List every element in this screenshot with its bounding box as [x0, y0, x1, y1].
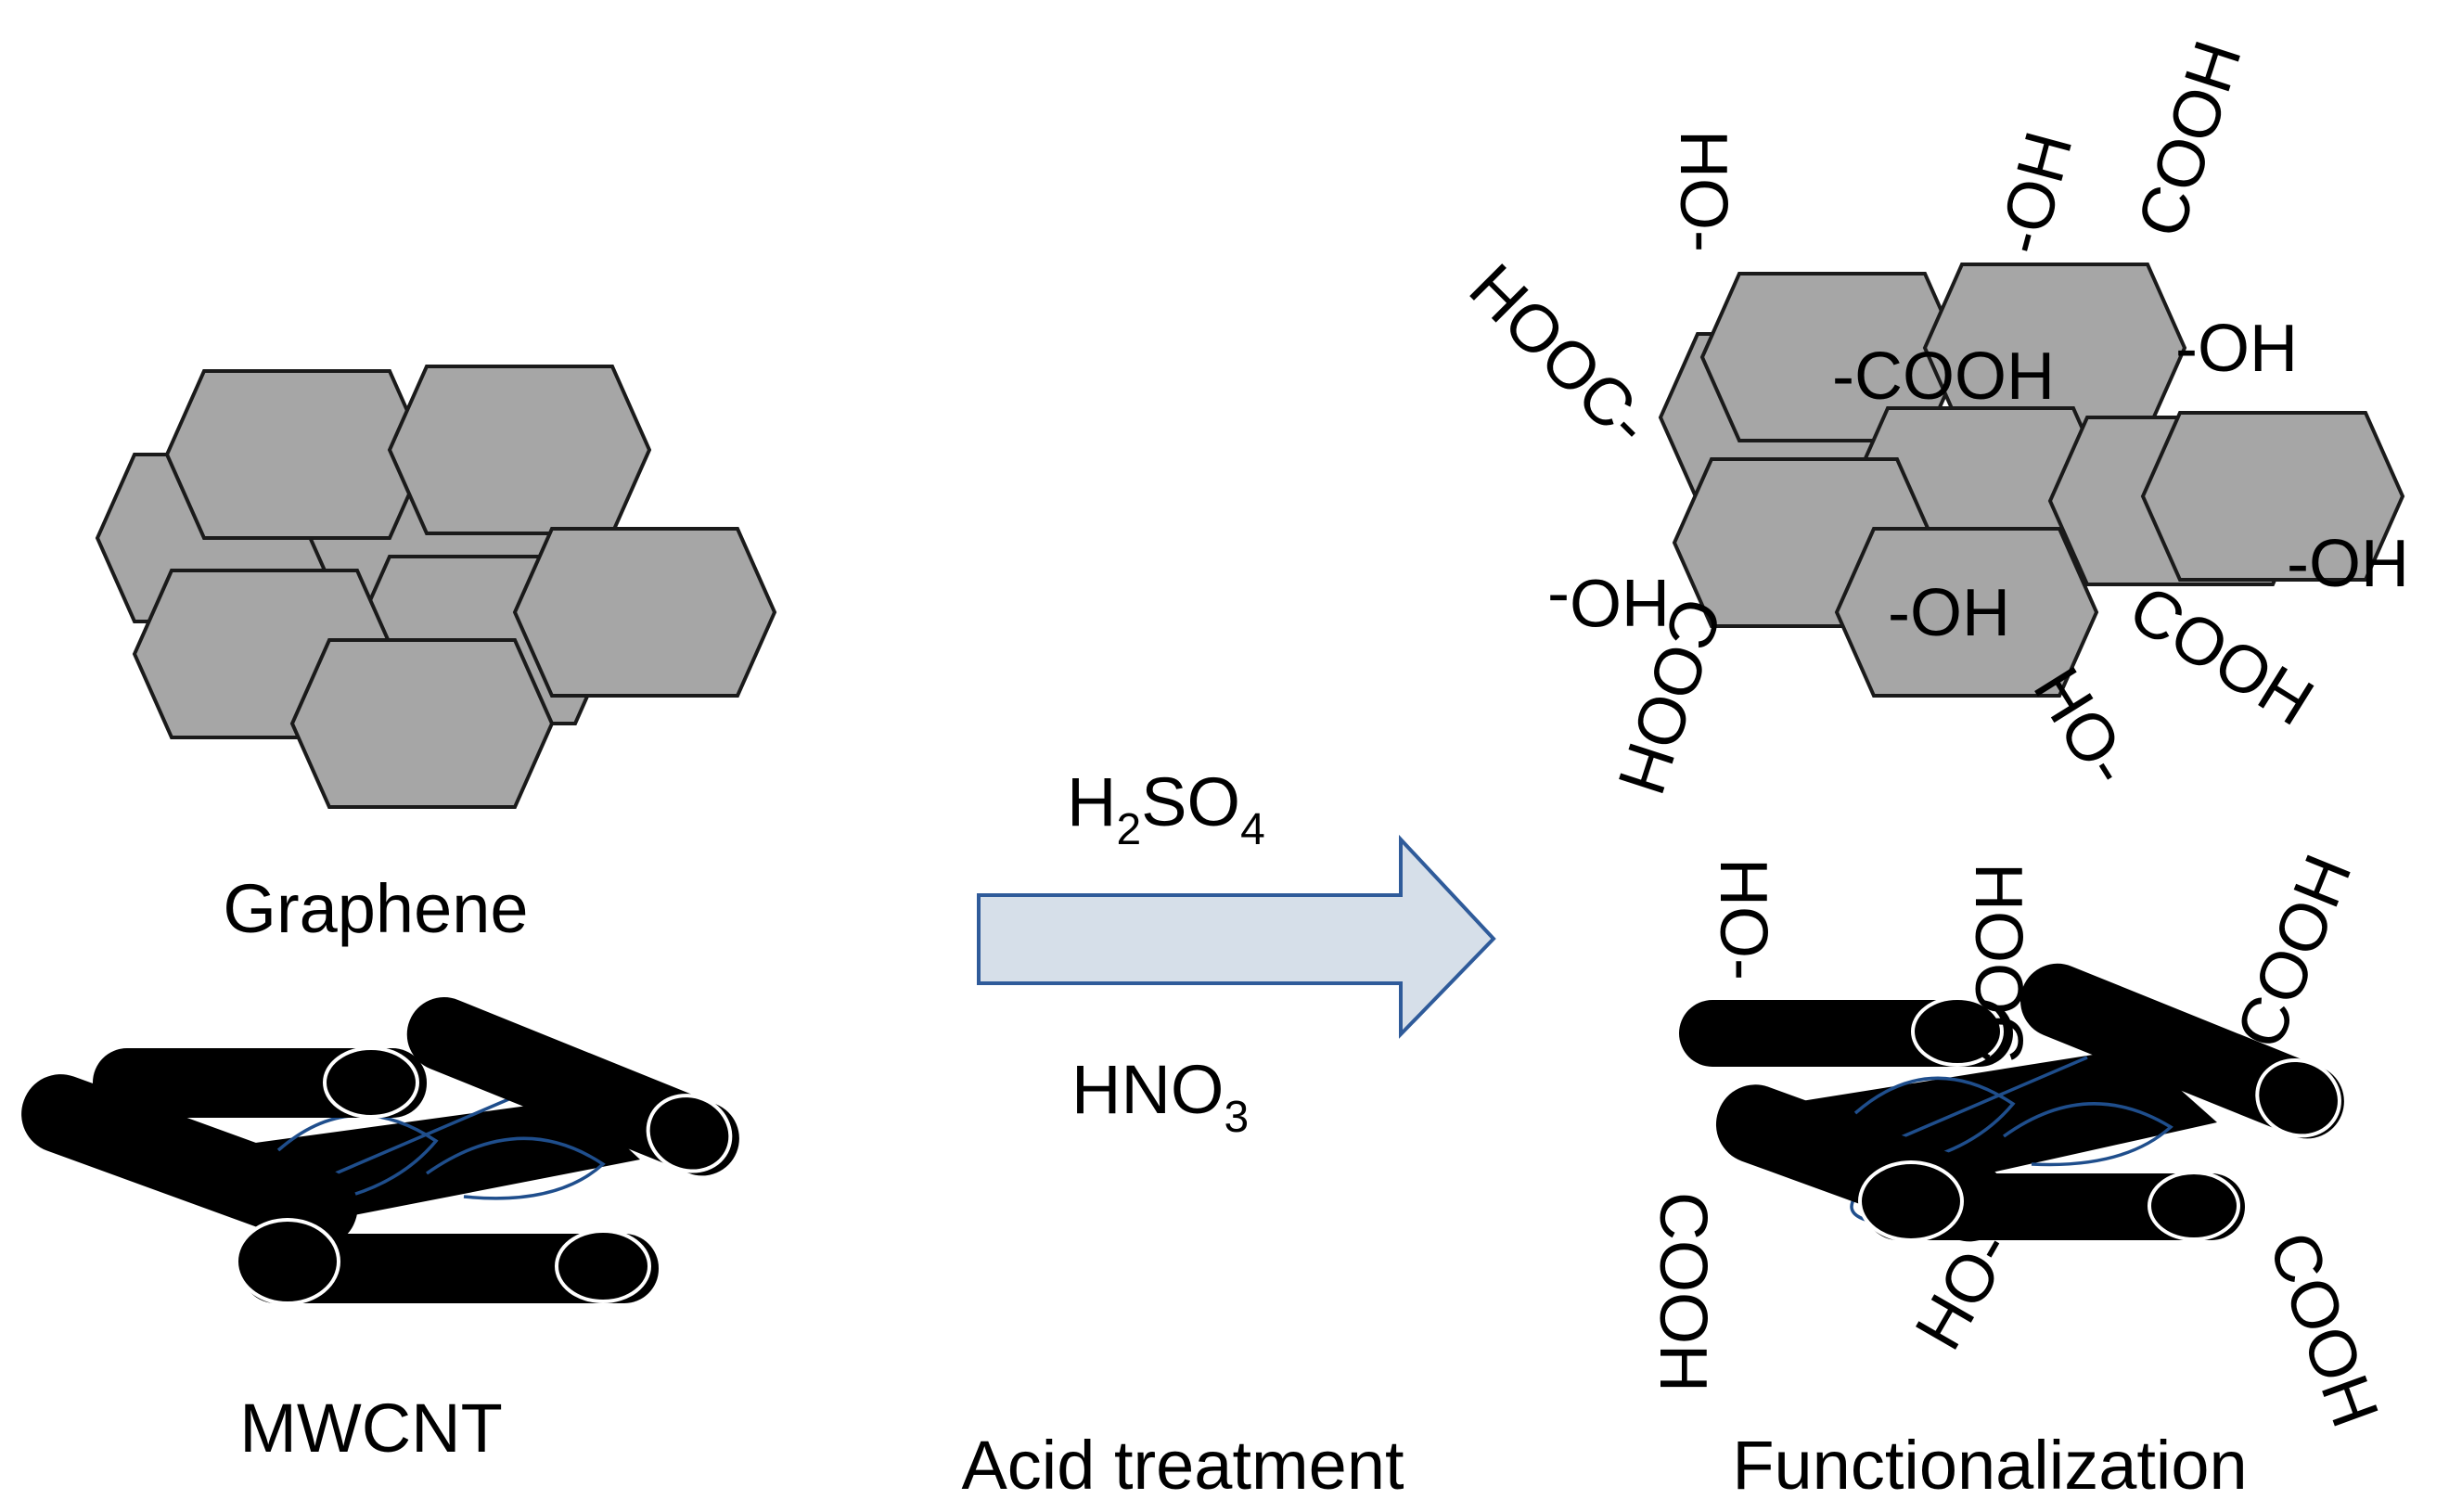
reaction-arrow — [977, 834, 1496, 1039]
nanotube-end — [555, 1229, 651, 1303]
graphene-sheet — [388, 365, 651, 535]
nanotube-end — [1858, 1160, 1964, 1242]
functional-group: -OH — [1983, 124, 2086, 262]
functional-group: -OH — [2175, 312, 2298, 386]
functionalized-mwcnt-bundle — [1679, 963, 2344, 1242]
nanotube — [406, 997, 739, 1176]
functional-group: COOH — [2254, 1223, 2392, 1436]
functional-group: HOOC- — [1455, 250, 1665, 460]
functional-group: -OH — [2287, 527, 2409, 601]
graphene-sheet — [165, 369, 429, 540]
functionalization-label: Functionalization — [1732, 1427, 2247, 1504]
acid-treatment-label: Acid treatment — [961, 1427, 1404, 1504]
functional-group: -COOH — [1832, 340, 2055, 414]
nanotube-end — [323, 1046, 419, 1119]
graphene-sheet — [290, 638, 554, 809]
nanotube-inner-wall — [1850, 1056, 2173, 1226]
nanotube-end — [235, 1218, 340, 1305]
functional-group: COOH — [2123, 32, 2256, 246]
nanotube-end — [1911, 996, 2004, 1067]
functional-group: COOH — [2223, 845, 2366, 1058]
nanotube — [241, 1234, 659, 1303]
functional-group: HO- — [1547, 565, 1670, 639]
functional-group: HOOC — [1961, 863, 2035, 1063]
graphene-stack — [96, 365, 776, 809]
functional-group: COOH — [1646, 1192, 1720, 1392]
graphene-label: Graphene — [223, 870, 528, 947]
mwcnt-label: MWCNT — [239, 1390, 503, 1467]
nanotube-end — [2148, 1171, 2240, 1241]
reagent-h2so4: H2SO4 — [1067, 763, 1265, 854]
nanotube — [21, 1074, 358, 1248]
nanotube — [2020, 963, 2344, 1139]
functional-group: HO- — [1666, 130, 1740, 252]
functional-group: -OH — [1888, 576, 2010, 650]
reagent-hno3: HNO3 — [1071, 1051, 1249, 1142]
mwcnt-bundle — [21, 997, 739, 1305]
graphene-sheet — [513, 527, 776, 698]
functional-group: HO- — [1706, 858, 1780, 980]
